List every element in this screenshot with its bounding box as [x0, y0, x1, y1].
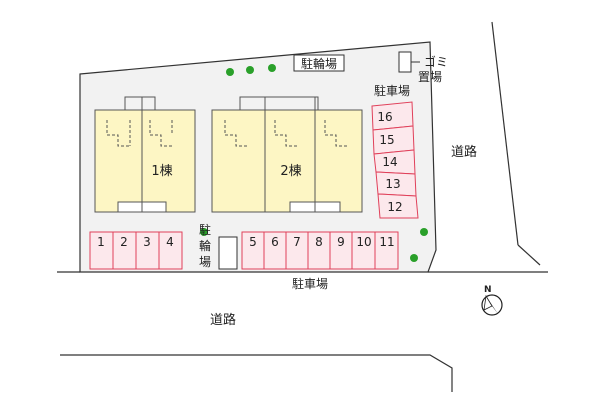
tree-marker: [420, 228, 428, 236]
parking-number: 3: [143, 235, 151, 249]
road-edge-right-2: [517, 244, 541, 266]
road-edge-right: [491, 21, 519, 246]
bike-parking-top-label: 駐輪場: [301, 56, 337, 71]
tree-marker: [226, 68, 234, 76]
parking-number: 10: [356, 235, 371, 249]
tree-marker: [268, 64, 276, 72]
parking-number: 7: [293, 235, 301, 249]
parking-label-right: 駐車場: [374, 83, 410, 98]
compass-icon: N: [481, 285, 503, 316]
parking-number: 8: [315, 235, 323, 249]
building-2: [211, 96, 363, 213]
building-1: [94, 96, 196, 213]
bike-parking-mid-char-2: 輪: [199, 238, 211, 253]
parking-number: 14: [382, 155, 397, 169]
tree-marker: [246, 66, 254, 74]
parking-number: 9: [337, 235, 345, 249]
bike-parking-top-box: [293, 54, 345, 72]
road-label-bottom: 道路: [210, 312, 236, 328]
parking-number: 1: [97, 235, 105, 249]
parking-number: 16: [377, 110, 392, 124]
parking-number: 12: [387, 200, 402, 214]
tree-marker: [200, 228, 208, 236]
tree-marker: [410, 254, 418, 262]
parking-number: 6: [271, 235, 279, 249]
road-edge-bottom: [60, 354, 453, 392]
bike-parking-mid-char-1: 駐: [199, 222, 211, 237]
bike-parking-mid-char-3: 場: [199, 255, 211, 269]
parking-space: [374, 231, 399, 270]
parking-row-right: 16 15 14 13 12: [371, 101, 419, 219]
parking-label-bottom: 駐車場: [292, 276, 328, 291]
parking-row-bottom: 5 6 7 8 9 10 11: [241, 231, 399, 270]
trees: [200, 64, 428, 262]
parking-space: [158, 231, 183, 270]
parking-number: 5: [249, 235, 257, 249]
compass-north-label: N: [484, 285, 492, 295]
garbage-label-line2: 置場: [418, 70, 442, 84]
parking-number: 2: [120, 235, 128, 249]
garbage-label-line1: ゴミ: [424, 54, 448, 69]
parking-number: 11: [379, 235, 394, 249]
bike-parking-mid-box: [218, 236, 238, 270]
parking-row-left: 1 2 3 4: [89, 231, 183, 270]
garbage-area: [398, 51, 412, 73]
building-1-label: 1棟: [151, 164, 172, 179]
building-2-label: 2棟: [280, 164, 301, 179]
parking-number: 4: [166, 235, 174, 249]
parking-number: 13: [385, 177, 400, 191]
parking-number: 15: [379, 133, 394, 147]
parking-space: [377, 193, 419, 219]
road-label-right: 道路: [451, 144, 477, 160]
